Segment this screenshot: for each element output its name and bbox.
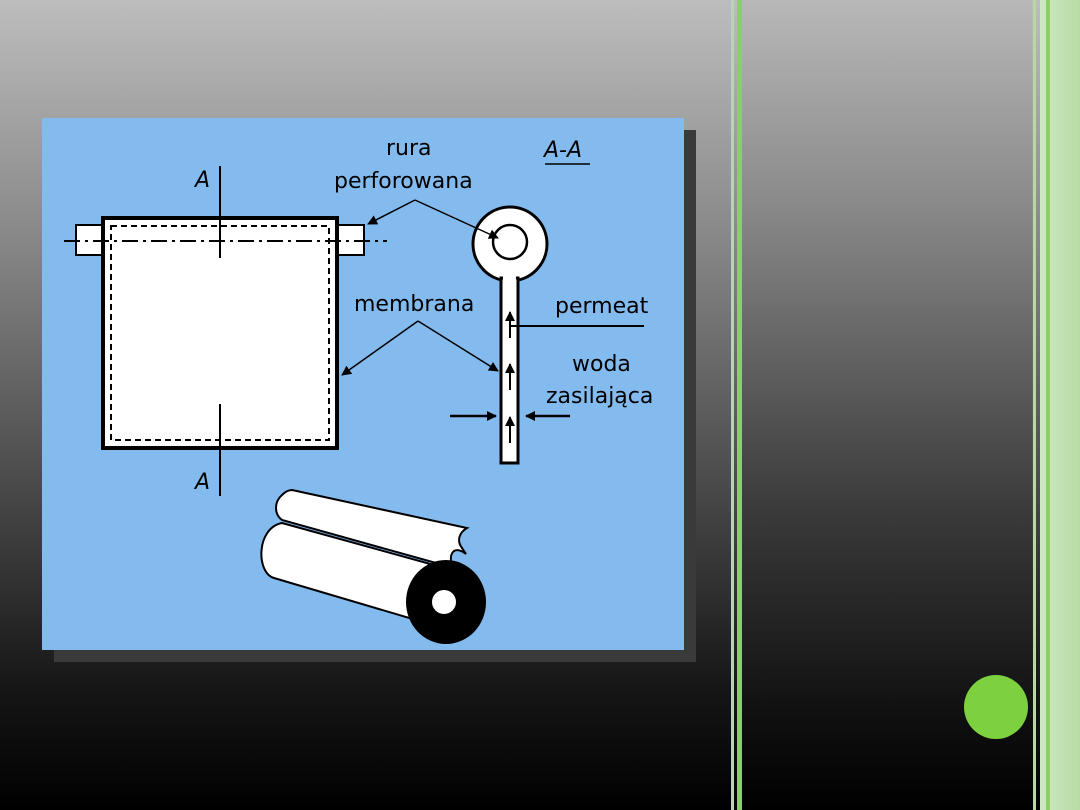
section-label-bottom: A: [195, 470, 211, 495]
label-membrana: membrana: [354, 292, 475, 317]
label-rura: rura: [386, 136, 432, 161]
label-zasilajaca: zasilająca: [546, 384, 654, 409]
divider-line: [731, 0, 734, 810]
rolled-membrane-illustration: [260, 488, 486, 644]
leader-membrana-left: [341, 320, 419, 376]
divider-line: [1033, 0, 1036, 810]
leader-rura-right: [414, 199, 499, 239]
leader-rura-left: [367, 199, 416, 225]
section-title: A-A: [544, 138, 583, 163]
right-dark-panel: [742, 0, 1032, 810]
label-permeat: permeat: [555, 294, 649, 319]
label-perforowana: perforowana: [334, 169, 473, 194]
diagram-graphics: [64, 163, 644, 644]
divider-line: [737, 0, 742, 810]
joint-cover: [503, 274, 516, 282]
section-label-top: A: [195, 168, 211, 193]
perforated-tube-inner: [491, 223, 529, 261]
leader-membrana-right: [417, 320, 499, 372]
label-woda: woda: [572, 352, 631, 377]
green-dot: [964, 675, 1028, 739]
divider-line: [1046, 0, 1050, 810]
membrane-diagram: A A A-A rura perforowana membrana permea…: [42, 118, 684, 650]
